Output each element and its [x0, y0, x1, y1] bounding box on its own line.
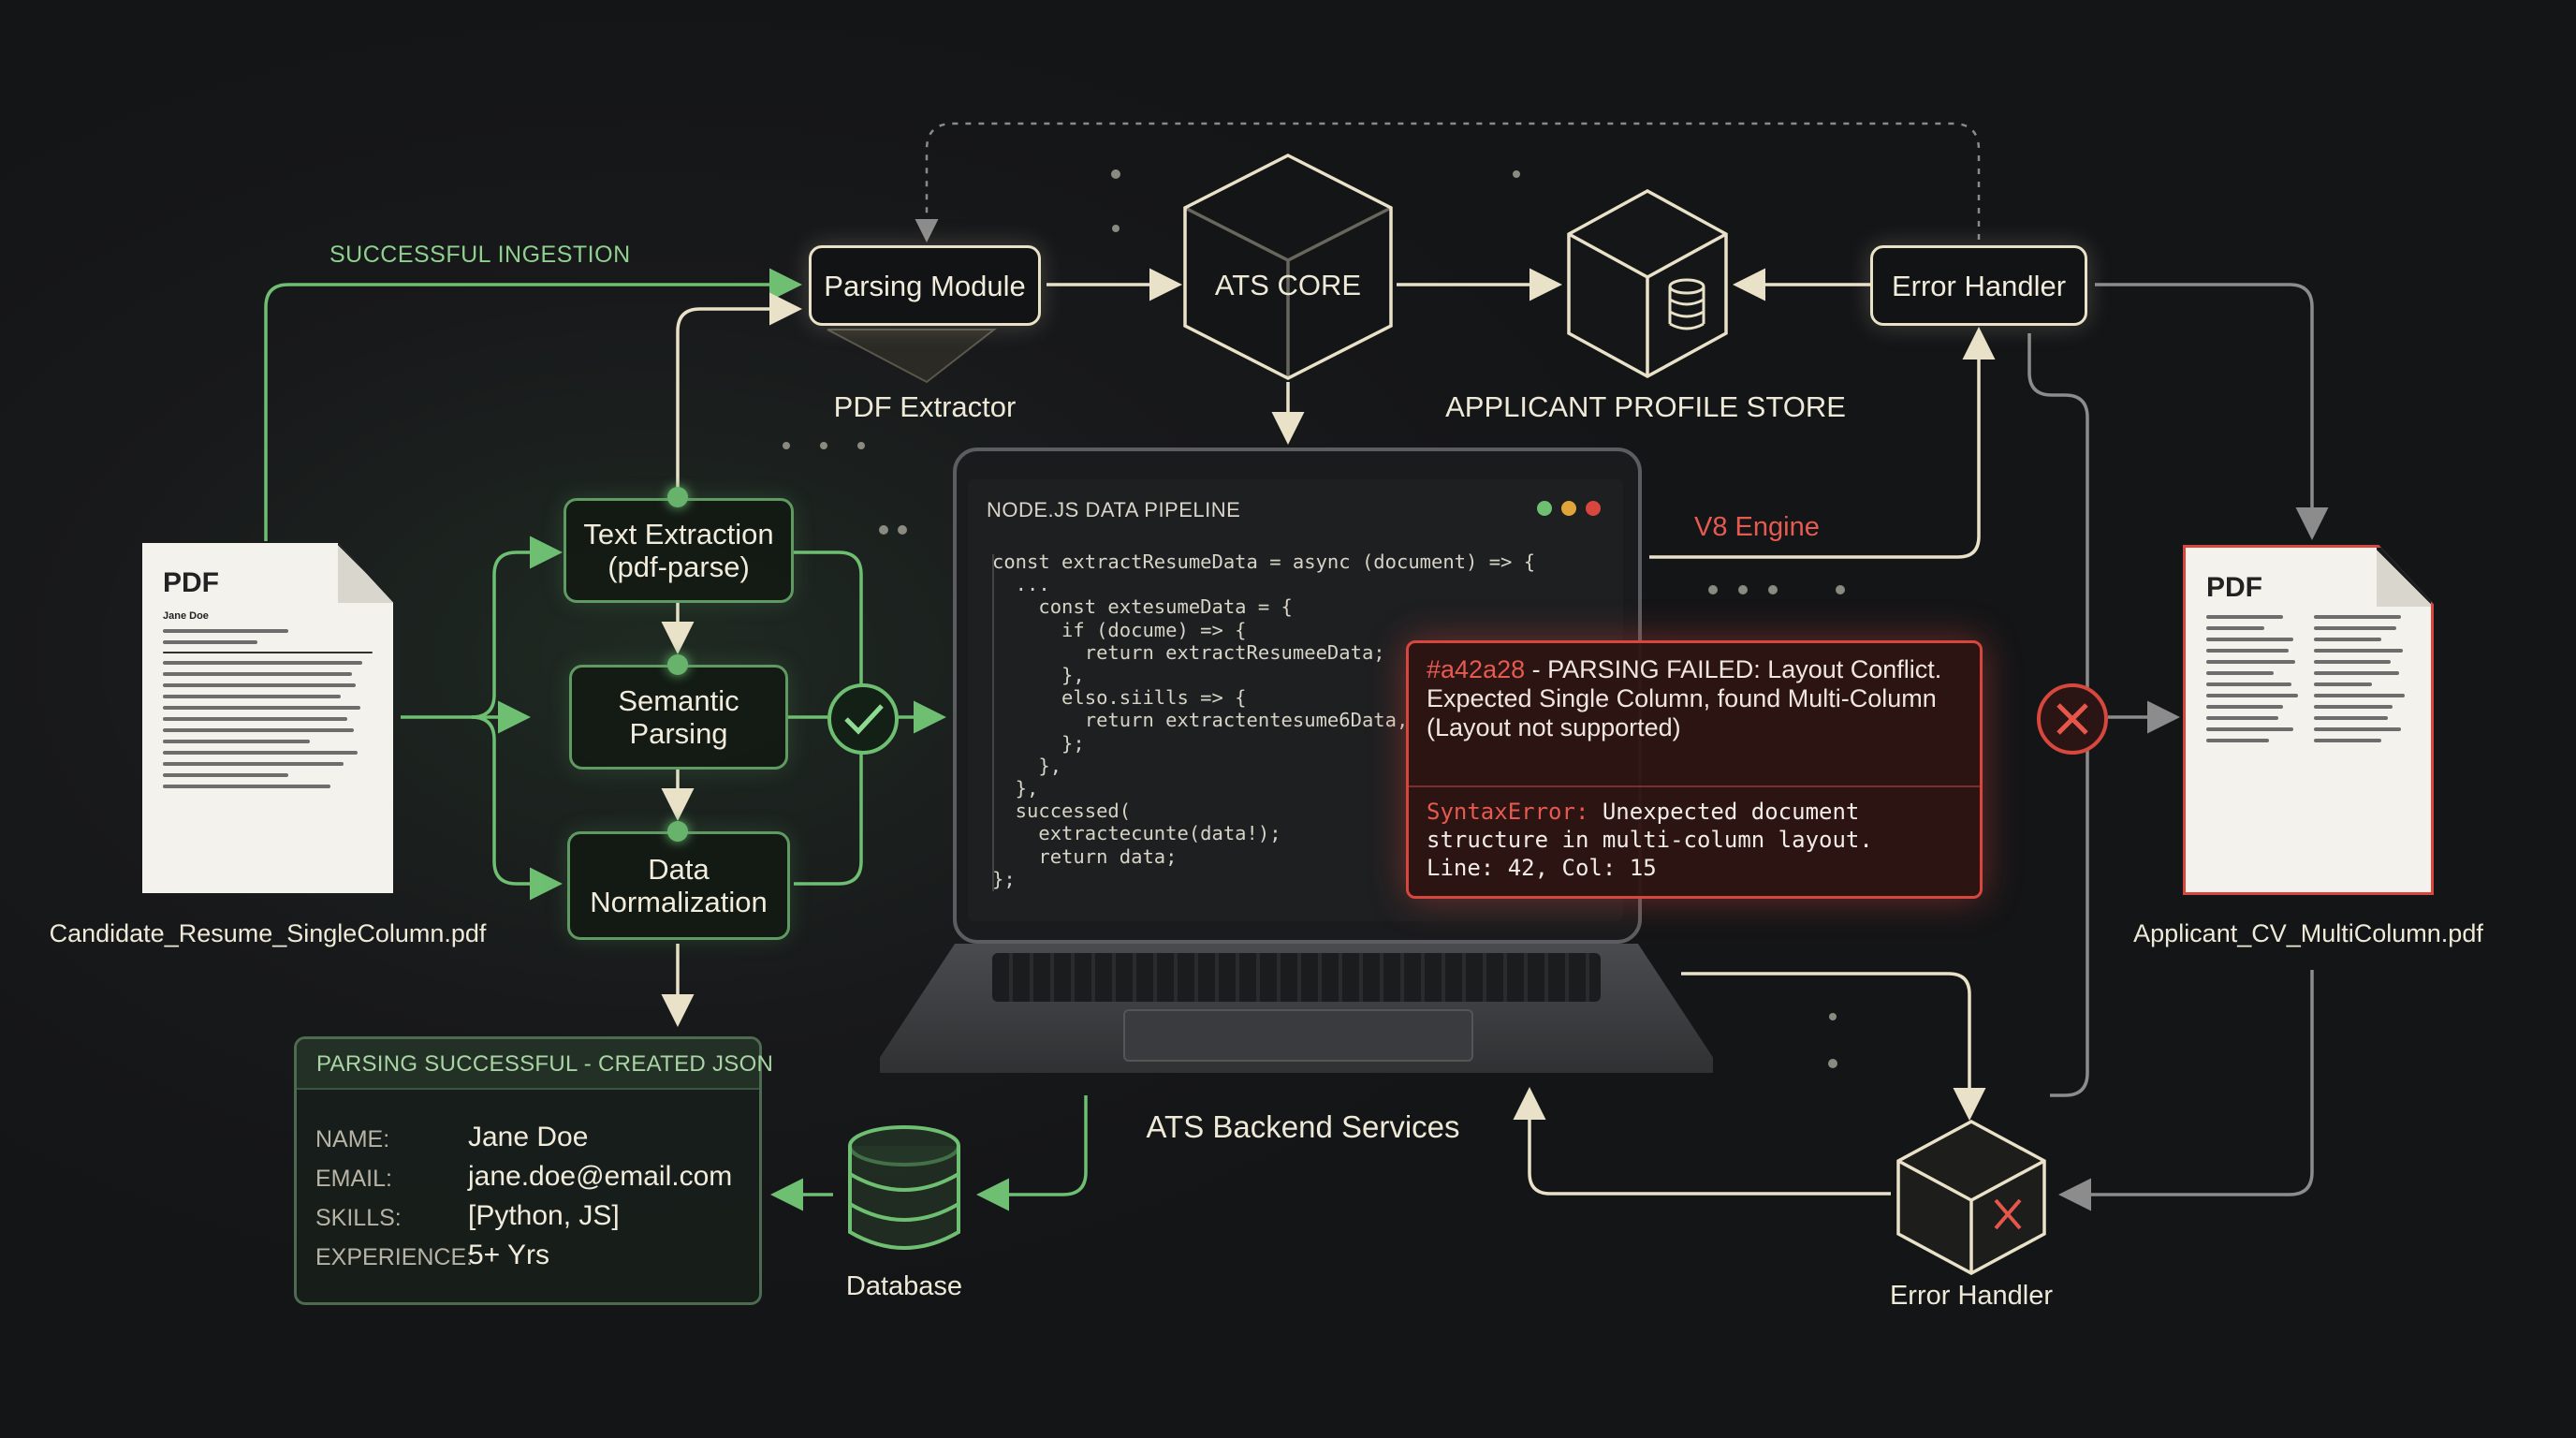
syntax-error-line: structure in multi-column layout.: [1427, 827, 1873, 853]
laptop-keyboard: [992, 953, 1601, 1002]
multi-column-cv-document[interactable]: PDF: [2183, 545, 2434, 895]
code-line: },: [992, 754, 1062, 777]
code-line: return extractentesume6Data,: [992, 709, 1409, 732]
text-extraction-line-1: Text Extraction: [583, 518, 774, 550]
wire-ingestion: [264, 268, 802, 541]
field-value-skills: [Python, JS]: [468, 1200, 620, 1231]
database-icon: [848, 1125, 960, 1250]
code-line: const extractResumeData = async (documen…: [992, 550, 1536, 573]
stage-dot: [667, 821, 688, 842]
code-block: const extractResumeData = async (documen…: [992, 550, 1535, 890]
profile-store-label: APPLICANT PROFILE STORE: [1445, 390, 1846, 423]
ats-core-label: ATS CORE: [1214, 269, 1362, 301]
text-extraction-node[interactable]: Text Extraction (pdf-parse): [564, 498, 794, 603]
error-handler-top-label: Error Handler: [1891, 269, 2067, 302]
error-divider: [1409, 785, 1980, 787]
successful-ingestion-label: SUCCESSFUL INGESTION: [329, 242, 631, 268]
error-text: - PARSING FAILED: Layout Conflict. Expec…: [1427, 655, 1942, 741]
data-normalization-node[interactable]: Data Normalization: [567, 831, 790, 940]
text-extraction-line-2: (pdf-parse): [607, 550, 750, 583]
data-normalization-line-2: Normalization: [590, 886, 768, 918]
syntax-error-details: SyntaxError: Unexpected document structu…: [1427, 798, 1873, 882]
code-line: return extractResumeeData;: [992, 640, 1385, 664]
wire-dashed-loop: [915, 122, 1981, 242]
code-line: ...: [992, 573, 1050, 596]
ats-core-cube: [1183, 154, 1393, 380]
wire-handler-to-laptop: [1513, 1087, 1891, 1196]
code-line: const extesumeData = {: [992, 595, 1293, 619]
error-handler-top-node[interactable]: Error Handler: [1870, 245, 2087, 326]
code-line: extractecunte(data!);: [992, 822, 1281, 845]
wire-laptop-to-bottom-handler: [1681, 972, 1986, 1121]
left-filename: Candidate_Resume_SingleColumn.pdf: [49, 919, 487, 947]
semantic-parsing-node[interactable]: Semantic Parsing: [569, 665, 788, 770]
error-code: #a42a28: [1427, 655, 1526, 683]
field-key: EXPERIENCE:: [315, 1244, 474, 1270]
database-label: Database: [845, 1271, 963, 1301]
field-key: SKILLS:: [315, 1205, 402, 1231]
wire-v8-loop: [1649, 327, 1996, 559]
single-column-resume-document[interactable]: PDF Jane Doe: [142, 543, 393, 893]
code-line: elso.siills => {: [992, 686, 1247, 710]
parsing-module-node[interactable]: Parsing Module: [809, 245, 1041, 326]
code-line: successed(: [992, 800, 1132, 823]
error-handler-cube: [1896, 1120, 2046, 1275]
syntax-error-position: Line: 42, Col: 15: [1427, 855, 1657, 881]
code-line: },: [992, 777, 1039, 800]
error-message: #a42a28 - PARSING FAILED: Layout Conflic…: [1427, 655, 1969, 742]
parsing-module-label: Parsing Module: [824, 269, 1026, 302]
syntax-error-line: Unexpected document: [1588, 799, 1860, 825]
syntax-error-label: SyntaxError:: [1427, 799, 1589, 825]
field-key: EMAIL:: [315, 1166, 392, 1192]
field-value-name: Jane Doe: [468, 1122, 589, 1152]
x-circle-icon: [2037, 683, 2108, 755]
semantic-parsing-line-1: Semantic: [618, 684, 739, 717]
error-handler-bottom-label: Error Handler: [1889, 1281, 2054, 1311]
pdf-extractor-funnel: [827, 329, 997, 384]
pdf-badge: PDF: [163, 567, 219, 598]
database-stack-icon: [1668, 278, 1705, 330]
pdf-badge: PDF: [2206, 572, 2262, 603]
field-value-email: jane.doe@email.com: [468, 1161, 733, 1192]
right-filename: Applicant_CV_MultiColumn.pdf: [2133, 919, 2483, 947]
code-line: return data;: [992, 844, 1178, 868]
json-card-divider: [297, 1088, 759, 1090]
code-gutter: [992, 554, 994, 891]
data-normalization-line-1: Data: [648, 853, 710, 886]
json-card-header: [297, 1039, 759, 1088]
code-line: if (docume) => {: [992, 618, 1247, 641]
wire-handler-to-right-file: [2095, 283, 2329, 540]
stage-dot: [667, 487, 688, 507]
check-circle-icon: [827, 683, 899, 755]
semantic-parsing-line-2: Parsing: [629, 717, 728, 750]
two-column-layout: [2206, 615, 2410, 750]
pdf-extractor-label: PDF Extractor: [833, 390, 1017, 423]
terminal-title: NODE.JS DATA PIPELINE: [987, 498, 1241, 521]
window-dot-red[interactable]: [1586, 501, 1601, 516]
parsing-error-popup[interactable]: [1406, 640, 1983, 899]
stage-dot: [667, 654, 688, 675]
code-line: },: [992, 664, 1085, 687]
json-card-title: PARSING SUCCESSFUL - CREATED JSON: [316, 1051, 774, 1077]
window-dot-yellow[interactable]: [1561, 501, 1576, 516]
error-x-mark-icon: [1994, 1198, 2022, 1230]
code-line: };: [992, 867, 1016, 890]
field-value-experience: 5+ Yrs: [468, 1240, 549, 1270]
code-line: };: [992, 731, 1085, 755]
laptop-trackpad[interactable]: [1123, 1009, 1473, 1062]
window-dot-green[interactable]: [1537, 501, 1552, 516]
v8-engine-label: V8 Engine: [1694, 512, 1820, 542]
backend-services-label: ATS Backend Services: [1146, 1109, 1460, 1144]
resume-name-line: Jane Doe: [163, 610, 209, 622]
wire-extraction-up: [676, 292, 802, 500]
wire-backend-to-db: [976, 1095, 1088, 1211]
field-key: NAME:: [315, 1126, 390, 1152]
